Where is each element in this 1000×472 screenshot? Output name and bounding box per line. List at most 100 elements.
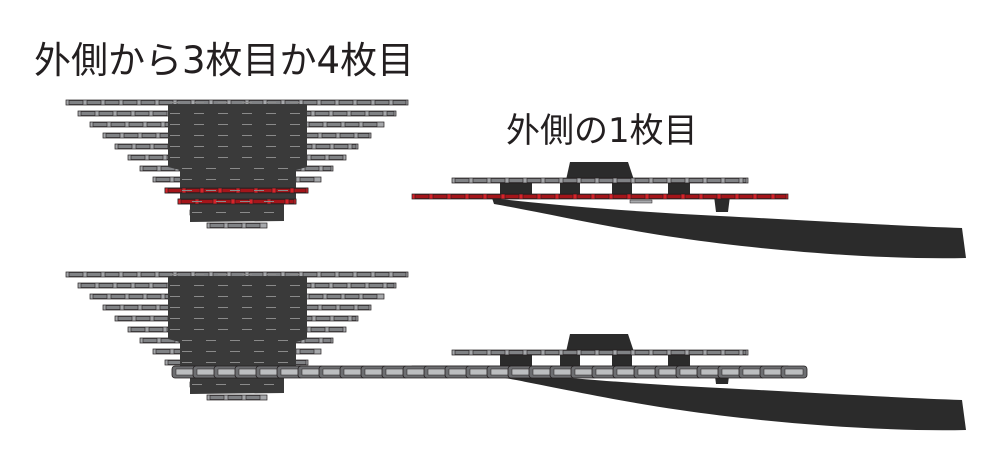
cassette-cog-2-tooth	[134, 111, 150, 116]
outer-chainring-tooth	[432, 194, 448, 199]
cassette-cog-2-tooth	[350, 111, 366, 116]
inner-chainring-tooth	[670, 350, 686, 355]
chain-inner-plate	[574, 368, 594, 376]
chain-inner-plate	[280, 368, 300, 376]
cassette-cog-1-tooth	[86, 272, 102, 277]
cassette-cog-4-tooth	[339, 305, 355, 310]
inner-chainring-tooth	[634, 350, 650, 355]
outer-chainring-tooth	[666, 194, 682, 199]
cassette-cog-5-tooth	[333, 316, 349, 321]
cassette-cog-4-tooth	[123, 305, 139, 310]
cassette-cog-2-tooth	[386, 283, 395, 288]
cassette-cog-8-tooth	[155, 349, 171, 354]
inner-chainring-tooth	[634, 178, 650, 183]
outer-chainring-tooth	[450, 194, 466, 199]
chain-inner-plate	[721, 368, 741, 376]
chain-inner-plate	[238, 368, 258, 376]
inner-chainring-tooth	[742, 350, 747, 355]
outer-chainring-tooth	[630, 194, 646, 199]
cassette-cog-2-tooth	[116, 283, 132, 288]
chain-inner-plate	[553, 368, 573, 376]
cassette-cog-5-tooth	[315, 316, 331, 321]
chainring-bolt-boss	[500, 352, 532, 368]
chainring-bolt-boss	[668, 352, 690, 368]
cassette-cog-4-tooth	[339, 133, 355, 138]
outer-chainring-tooth	[486, 194, 502, 199]
outer-chainring-tooth	[648, 194, 664, 199]
chain-inner-plate	[427, 368, 447, 376]
cassette-cog-1-tooth	[68, 100, 84, 105]
chain-inner-plate	[343, 368, 363, 376]
chain-inner-plate	[175, 368, 195, 376]
inner-chainring-tooth	[562, 178, 578, 183]
cassette-cog-7-tooth	[304, 166, 320, 171]
cassette-cog-2-tooth	[332, 283, 348, 288]
cassette-cog-1-tooth	[374, 272, 390, 277]
outer-chainring-tooth	[558, 194, 574, 199]
outer-chainring-tooth	[576, 194, 592, 199]
cassette-lockring-tooth	[227, 223, 243, 228]
inner-chainring-tooth	[652, 350, 668, 355]
cassette-cog-2-tooth	[80, 283, 96, 288]
outer-chainring-tooth	[504, 194, 520, 199]
cassette-cog-5-tooth	[315, 144, 331, 149]
inner-chainring-tooth	[724, 350, 740, 355]
cassette-cog-2-tooth	[98, 111, 114, 116]
chain-inner-plate	[637, 368, 657, 376]
inner-chainring-tooth	[616, 350, 632, 355]
outer-chainring-tooth	[720, 194, 736, 199]
chain-inner-plate	[742, 368, 762, 376]
inner-chainring-tooth	[472, 178, 488, 183]
cassette-lockring-tooth	[245, 223, 261, 228]
chain-inner-plate	[595, 368, 615, 376]
chain-inner-plate	[259, 368, 279, 376]
inner-chainring-tooth	[544, 350, 560, 355]
chain-inner-plate	[616, 368, 636, 376]
inner-chainring-tooth	[562, 350, 578, 355]
cassette-cog-7-tooth	[142, 338, 158, 343]
inner-chainring-tooth	[742, 178, 747, 183]
cassette-cog-1-tooth	[140, 100, 156, 105]
cassette-cog-3-tooth	[128, 294, 144, 299]
outer-chainring-tooth	[414, 194, 430, 199]
cassette-cog-1-tooth	[338, 272, 354, 277]
outer-chainring-tooth	[774, 194, 787, 199]
outer-chainring-tooth	[702, 194, 718, 199]
cassette-cog-3-tooth	[92, 294, 108, 299]
cassette-cog-2-tooth	[98, 283, 114, 288]
cassette-cog-6-tooth	[130, 155, 146, 160]
cassette-cog-3-tooth	[146, 294, 162, 299]
outer-chainring-tooth	[684, 194, 700, 199]
cassette-cog-8-tooth	[299, 349, 315, 354]
cassette-cog-1-tooth	[86, 100, 102, 105]
cassette-cog-1-tooth	[392, 100, 407, 105]
inner-chainring-tooth	[598, 350, 614, 355]
cassette-cog-1-tooth	[122, 272, 138, 277]
cassette-cog-1-tooth	[302, 100, 318, 105]
cassette-cog-2-tooth	[152, 111, 168, 116]
inner-chainring-tooth	[616, 178, 632, 183]
cassette-cog-3-tooth	[344, 294, 360, 299]
cassette-cog-1-tooth	[302, 272, 318, 277]
cassette-cog-3-tooth	[110, 122, 126, 127]
crank-spindle-boss	[566, 162, 634, 180]
cassette-cog-1-tooth	[320, 100, 336, 105]
chain-inner-plate	[322, 368, 342, 376]
cassette-cog-6-tooth	[328, 327, 344, 332]
chain-inner-plate	[784, 368, 804, 376]
crank-arm	[492, 198, 966, 259]
chain-inner-plate	[763, 368, 783, 376]
cassette-cog-4-tooth	[321, 305, 337, 310]
cassette-cog-1-tooth	[122, 100, 138, 105]
cassette-lockring-tooth	[227, 395, 243, 400]
inner-chainring-tooth	[526, 178, 542, 183]
chain-inner-plate	[511, 368, 531, 376]
outer-chainring-tooth	[612, 194, 628, 199]
cassette-cog-5-tooth	[351, 316, 357, 321]
chain-inner-plate	[469, 368, 489, 376]
cassette-cog-5-tooth	[135, 144, 151, 149]
inner-chainring-tooth	[688, 350, 704, 355]
chain	[171, 365, 808, 379]
highlighted-cog-9-tooth	[167, 188, 183, 193]
